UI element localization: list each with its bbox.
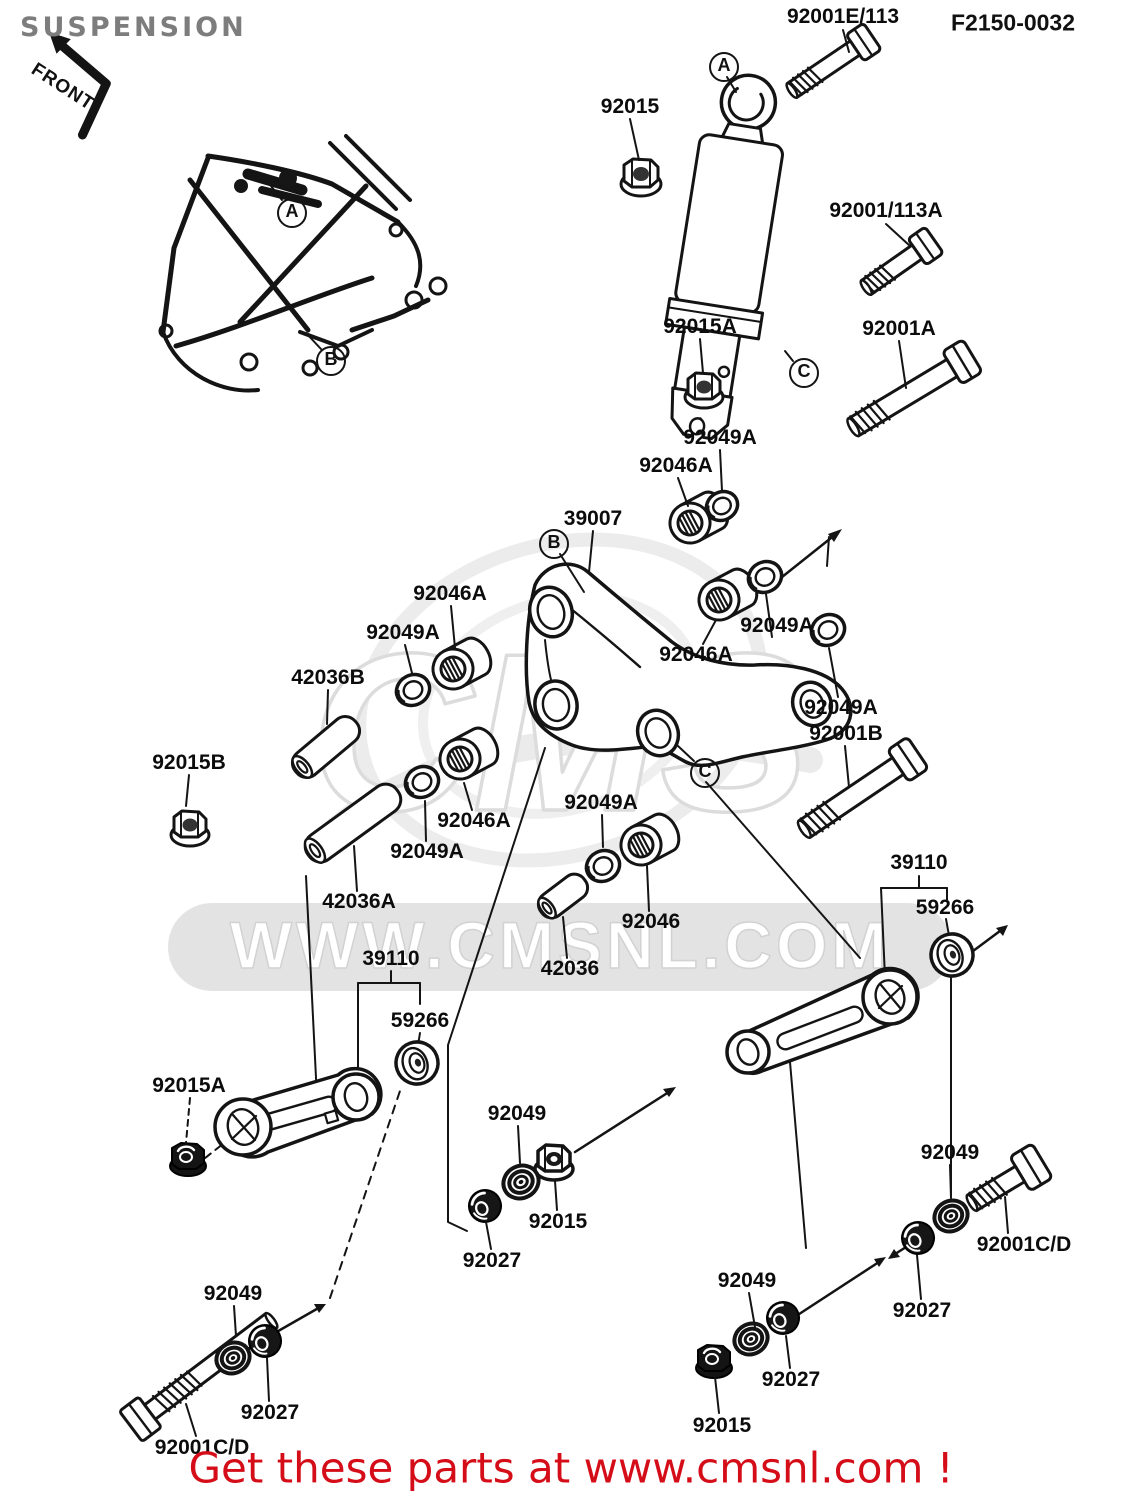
bolt-92001-113a-drawing xyxy=(859,226,944,297)
bushing-59266-drawing xyxy=(394,1040,440,1086)
bolt-92001cd-left-drawing xyxy=(119,1311,279,1442)
part-label-92049a[interactable]: 92049A xyxy=(804,696,878,719)
rocker-arm-drawing xyxy=(524,562,853,768)
assembly-arrows xyxy=(271,529,1008,1336)
grease-seal-drawing xyxy=(403,764,441,800)
grease-seal-drawing xyxy=(809,612,847,648)
needle-bearing-drawing xyxy=(619,812,681,867)
ref-marker-c: C xyxy=(789,358,819,388)
ref-marker-a: A xyxy=(709,52,739,82)
fiche-code: F2150-0032 xyxy=(950,9,1076,36)
part-label-92049[interactable]: 92049 xyxy=(717,1269,777,1292)
cap-92027-drawing xyxy=(468,1189,502,1223)
seal-92049-drawing xyxy=(932,1198,970,1234)
part-label-92049[interactable]: 92049 xyxy=(203,1282,263,1305)
watermark-url-text: WWW.CMSNL.COM xyxy=(230,908,891,982)
part-label-92015[interactable]: 92015 xyxy=(692,1414,752,1437)
part-label-42036b[interactable]: 42036B xyxy=(291,666,365,689)
part-label-59266[interactable]: 59266 xyxy=(390,1009,450,1032)
page-title: SUSPENSION xyxy=(20,12,247,43)
front-stamp: FRONT xyxy=(27,32,111,140)
collar-42036-drawing xyxy=(536,872,590,920)
part-label-92049a[interactable]: 92049A xyxy=(564,791,638,814)
part-label-92027[interactable]: 92027 xyxy=(240,1401,300,1424)
nut-92015-black-drawing xyxy=(695,1344,733,1379)
part-label-92015[interactable]: 92015 xyxy=(528,1210,588,1233)
guide-lines xyxy=(194,747,952,1299)
part-label-42036[interactable]: 42036 xyxy=(540,957,600,980)
ref-marker-b: B xyxy=(316,346,346,376)
ref-marker-b: B xyxy=(539,529,569,559)
part-label-92049a[interactable]: 92049A xyxy=(740,614,814,637)
part-label-92027[interactable]: 92027 xyxy=(761,1368,821,1391)
part-label-92001-113a[interactable]: 92001/113A xyxy=(829,199,943,222)
collar-42036a-drawing xyxy=(303,782,403,864)
needle-bearing-drawing xyxy=(697,567,759,622)
part-label-92049a[interactable]: 92049A xyxy=(366,621,440,644)
grease-seal-drawing xyxy=(584,848,622,884)
part-label-92001a[interactable]: 92001A xyxy=(862,317,936,340)
part-label-92046[interactable]: 92046 xyxy=(621,910,681,933)
nut-92015a-black-drawing xyxy=(169,1142,207,1177)
shock-absorber-drawing xyxy=(664,73,784,441)
part-label-92001cd[interactable]: 92001C/D xyxy=(976,1233,1072,1256)
cap-92027-drawing xyxy=(766,1301,800,1335)
ref-marker-a: A xyxy=(277,198,307,228)
part-label-92001cd[interactable]: 92001C/D xyxy=(154,1436,250,1459)
grease-seal-drawing xyxy=(394,672,432,708)
part-label-92046a[interactable]: 92046A xyxy=(413,582,487,605)
bolt-92001e-113-drawing xyxy=(785,23,882,100)
needle-bearing-drawing xyxy=(438,726,500,781)
tie-rod-right-drawing xyxy=(725,966,920,1075)
part-label-92027[interactable]: 92027 xyxy=(892,1299,952,1322)
part-label-92015a[interactable]: 92015A xyxy=(152,1074,226,1097)
part-label-92049a[interactable]: 92049A xyxy=(683,426,757,449)
seal-92049-drawing xyxy=(501,1163,541,1201)
bolt-92001cd-right-drawing xyxy=(965,1143,1053,1213)
bolt-92001a-drawing xyxy=(846,339,982,438)
part-label-42036a[interactable]: 42036A xyxy=(322,890,396,913)
part-label-92001e-113[interactable]: 92001E/113 xyxy=(786,5,900,28)
part-label-92046a[interactable]: 92046A xyxy=(639,454,713,477)
cap-92027-drawing xyxy=(901,1221,935,1255)
collar-42036b-drawing xyxy=(290,715,362,779)
leader-lines xyxy=(185,29,1009,1437)
nut-92015b-drawing xyxy=(169,809,211,848)
ref-marker-c: C xyxy=(690,758,720,788)
tie-rod-left-drawing xyxy=(213,1066,383,1159)
part-label-92049a[interactable]: 92049A xyxy=(390,840,464,863)
seal-92049-drawing xyxy=(732,1321,770,1357)
part-label-59266[interactable]: 59266 xyxy=(915,896,975,919)
cap-92027-drawing xyxy=(248,1324,282,1358)
bolt-92001b-drawing xyxy=(796,737,929,839)
part-label-39110[interactable]: 39110 xyxy=(362,947,420,970)
seal-92049-drawing xyxy=(214,1340,252,1376)
part-label-39007[interactable]: 39007 xyxy=(563,507,623,530)
cmsnl-promo-link[interactable]: Get these parts at www.cmsnl.com ! xyxy=(188,1443,954,1493)
bushing-59266-drawing xyxy=(929,932,975,978)
part-label-92046a[interactable]: 92046A xyxy=(437,809,511,832)
needle-bearing-drawing xyxy=(431,636,493,691)
part-label-92015a[interactable]: 92015A xyxy=(663,315,737,338)
part-label-92049[interactable]: 92049 xyxy=(487,1102,547,1125)
nut-92015a-drawing xyxy=(683,371,725,410)
part-label-39110[interactable]: 39110 xyxy=(890,851,948,874)
nut-92015-center-drawing xyxy=(533,1143,575,1182)
part-label-92027[interactable]: 92027 xyxy=(462,1249,522,1272)
frame-inset-drawing xyxy=(158,134,448,393)
part-label-92015[interactable]: 92015 xyxy=(600,95,660,118)
part-label-92049[interactable]: 92049 xyxy=(920,1141,980,1164)
part-label-92046a[interactable]: 92046A xyxy=(659,643,733,666)
part-label-92001b[interactable]: 92001B xyxy=(809,722,883,745)
grease-seal-drawing xyxy=(704,489,740,523)
part-label-92015b[interactable]: 92015B xyxy=(152,751,226,774)
grease-seal-drawing xyxy=(746,559,784,595)
nut-92015-drawing xyxy=(619,157,663,198)
